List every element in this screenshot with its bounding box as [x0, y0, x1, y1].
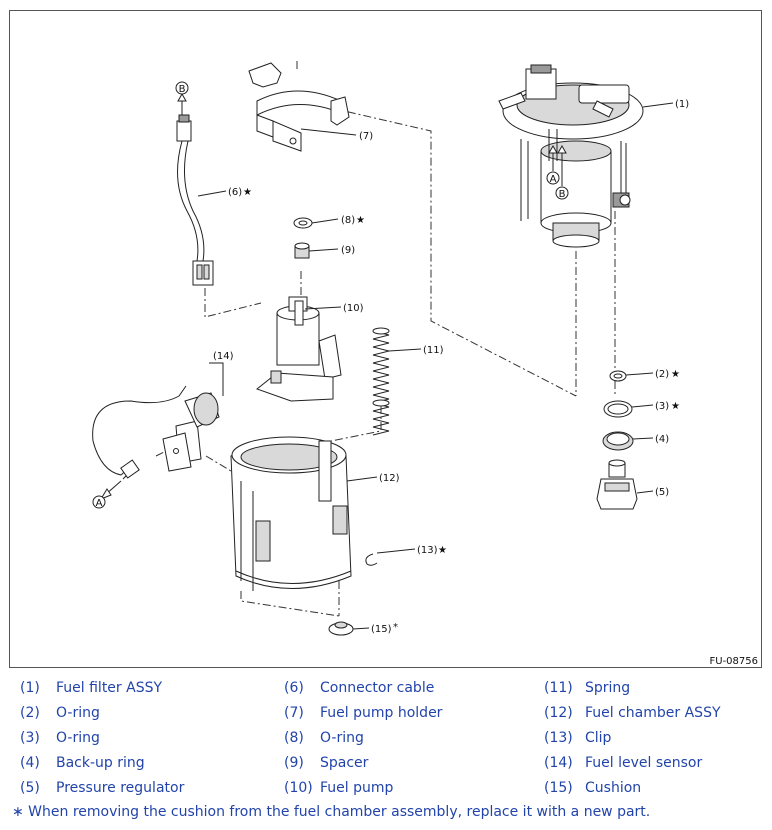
fuel-level-sensor-drawing	[92, 385, 220, 480]
callout-15: (15)	[371, 624, 392, 635]
legend-num: (3)	[20, 730, 40, 746]
star-6: ★	[243, 187, 252, 198]
asterisk-15: *	[393, 622, 398, 633]
o-ring-2-drawing	[609, 370, 627, 382]
legend-num: (4)	[20, 755, 40, 771]
callout-9: (9)	[341, 245, 355, 256]
legend-num: (10)	[284, 780, 313, 796]
leader-lines	[197, 102, 674, 630]
pressure-regulator-drawing	[596, 459, 638, 510]
parts-legend: (1) Fuel filter ASSY (6) Connector cable (…	[0, 676, 772, 830]
legend-name: Cushion	[585, 780, 642, 796]
spring-drawing	[372, 327, 390, 436]
legend-num: (13)	[544, 730, 573, 746]
fuel-filter-assy-drawing	[498, 64, 644, 248]
callout-6: (6)	[228, 187, 242, 198]
diagram-frame: B A A B (1) (7) (6) ★ (8) ★ (9) (10) (11…	[9, 10, 762, 668]
legend-name: Fuel pump holder	[320, 705, 443, 721]
star-13: ★	[438, 545, 447, 556]
callout-4: (4)	[655, 434, 669, 445]
clip-drawing	[365, 553, 378, 566]
fuel-pump-holder-drawing	[248, 62, 350, 152]
legend-name: Fuel level sensor	[585, 755, 703, 771]
legend-name: Fuel filter ASSY	[56, 680, 163, 696]
callout-8: (8)	[341, 215, 355, 226]
callout-3: (3)	[655, 401, 669, 412]
legend-name: Spring	[585, 680, 631, 696]
ref-a-right: A	[550, 174, 557, 185]
star-2: ★	[671, 369, 680, 380]
legend-num: (15)	[544, 780, 573, 796]
callout-5: (5)	[655, 487, 669, 498]
legend-name: Clip	[585, 730, 612, 746]
star-3: ★	[671, 401, 680, 412]
cushion-drawing	[328, 621, 354, 636]
back-up-ring-drawing	[602, 431, 634, 451]
legend-name: O-ring	[56, 730, 100, 746]
legend-name: Connector cable	[320, 680, 435, 696]
star-8: ★	[356, 215, 365, 226]
connector-cable-drawing	[176, 114, 214, 286]
o-ring-8-drawing	[293, 217, 313, 229]
callout-7: (7)	[359, 131, 373, 142]
callout-labels: (1) (7) (6) ★ (8) ★ (9) (10) (11) (14) (…	[213, 99, 689, 635]
callout-1: (1)	[675, 99, 689, 110]
replacement-note: ∗ When removing the cushion from the fue…	[12, 804, 651, 820]
callout-11: (11)	[423, 345, 444, 356]
exploded-diagram: B A A B (1) (7) (6) ★ (8) ★ (9) (10) (11…	[92, 61, 759, 667]
callout-12: (12)	[379, 473, 400, 484]
ref-b-right: B	[559, 189, 566, 200]
legend-row: (2) O-ring (7) Fuel pump holder (12) Fuel c…	[0, 705, 772, 727]
legend-num: (1)	[20, 680, 40, 696]
callout-2: (2)	[655, 369, 669, 380]
legend-row: (3) O-ring (8) O-ring (13) Clip	[0, 730, 772, 752]
legend-name: Fuel pump	[320, 780, 394, 796]
legend-num: (7)	[284, 705, 304, 721]
legend-num: (8)	[284, 730, 304, 746]
legend-num: (5)	[20, 780, 40, 796]
callout-13: (13)	[417, 545, 438, 556]
figure-code: FU-08756	[710, 656, 759, 667]
legend-name: Back-up ring	[56, 755, 145, 771]
legend-row: (1) Fuel filter ASSY (6) Connector cable (…	[0, 680, 772, 702]
fuel-pump-drawing	[255, 296, 342, 402]
callout-14: (14)	[213, 351, 234, 362]
ref-a-left: A	[96, 498, 103, 509]
spacer-drawing	[294, 242, 310, 259]
reference-markers: B A A B	[92, 81, 569, 509]
fuel-chamber-assy-drawing	[230, 436, 352, 591]
legend-num: (11)	[544, 680, 573, 696]
legend-row: (5) Pressure regulator (10) Fuel pump (15)…	[0, 780, 772, 802]
callout-10: (10)	[343, 303, 364, 314]
ref-b-top: B	[179, 84, 186, 95]
legend-num: (12)	[544, 705, 573, 721]
legend-num: (6)	[284, 680, 304, 696]
legend-num: (2)	[20, 705, 40, 721]
legend-name: Fuel chamber ASSY	[585, 705, 721, 721]
legend-row: (4) Back-up ring (9) Spacer (14) Fuel level…	[0, 755, 772, 777]
o-ring-3-drawing	[603, 400, 633, 418]
legend-num: (9)	[284, 755, 304, 771]
legend-name: Pressure regulator	[56, 780, 185, 796]
legend-name: Spacer	[320, 755, 369, 771]
legend-name: O-ring	[320, 730, 364, 746]
legend-name: O-ring	[56, 705, 100, 721]
legend-num: (14)	[544, 755, 573, 771]
assembly-lines	[155, 61, 616, 617]
